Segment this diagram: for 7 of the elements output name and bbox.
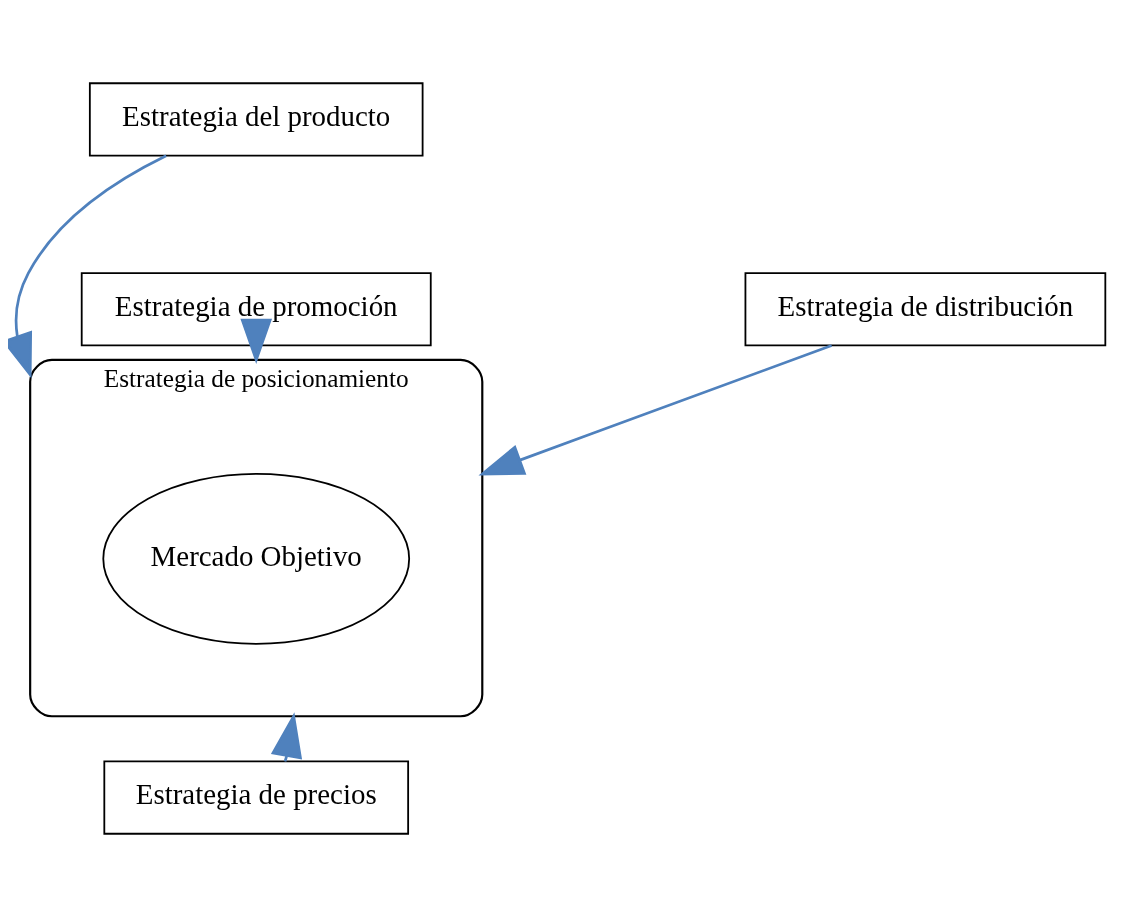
node-box: Estrategia del producto	[88, 82, 424, 157]
arrow	[8, 154, 167, 379]
node-ellipse: Mercado Objetivo	[102, 472, 411, 645]
node-box: Estrategia de distribución	[744, 272, 1107, 347]
arrow	[240, 318, 273, 365]
arrow	[478, 344, 833, 476]
node-box: Estrategia de precios	[103, 760, 410, 835]
